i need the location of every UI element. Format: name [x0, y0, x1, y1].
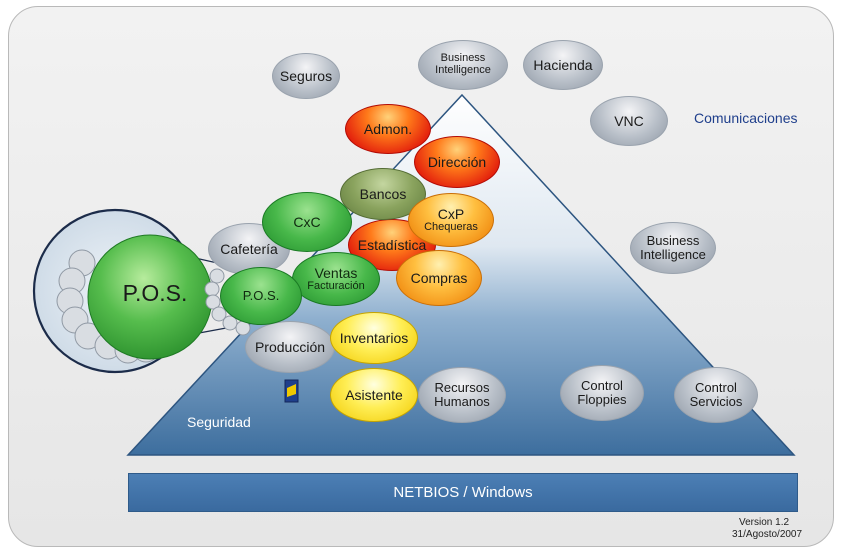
node-compras[interactable]: Compras: [396, 250, 482, 306]
node-cafeteria-label: Cafetería: [220, 240, 278, 257]
netbios-windows-label: NETBIOS / Windows: [393, 484, 533, 501]
node-inventarios[interactable]: Inventarios: [330, 312, 418, 364]
node-pos-small[interactable]: P.O.S.: [220, 267, 302, 325]
node-inventarios-label: Inventarios: [339, 329, 409, 346]
node-bi-top-line2: Intelligence: [435, 64, 491, 76]
node-vnc-label: VNC: [614, 112, 644, 129]
node-ventas-sublabel: Facturación: [307, 279, 365, 292]
node-business-intelligence-right[interactable]: Business Intelligence: [630, 222, 716, 274]
netbios-windows-bar: NETBIOS / Windows: [128, 473, 798, 512]
node-cxc-label: CxC: [293, 213, 321, 230]
node-direccion-label: Dirección: [427, 153, 487, 170]
node-compras-label: Compras: [410, 269, 468, 286]
communications-label: Comunicaciones: [694, 110, 798, 126]
node-estadistica-label: Estadística: [357, 236, 427, 253]
node-direccion[interactable]: Dirección: [414, 136, 500, 188]
node-cf-line1: Control: [581, 378, 623, 394]
node-rh-line1: Recursos: [434, 380, 490, 396]
node-cxc[interactable]: CxC: [262, 192, 352, 252]
node-ventas[interactable]: Ventas Facturación: [292, 252, 380, 306]
node-recursos-humanos[interactable]: Recursos Humanos: [418, 367, 506, 423]
node-cs-line2: Servicios: [689, 394, 743, 409]
node-bi-right-line2: Intelligence: [640, 247, 706, 262]
node-cxp-sublabel: Chequeras: [424, 220, 478, 233]
node-ventas-label: Ventas: [314, 264, 358, 281]
node-bi-top-line1: Business: [440, 52, 486, 65]
node-admon[interactable]: Admon.: [345, 104, 431, 154]
node-control-floppies[interactable]: Control Floppies: [560, 365, 644, 421]
date-label: 31/Agosto/2007: [732, 529, 803, 540]
security-label: Seguridad: [187, 414, 251, 430]
node-cxp[interactable]: CxP Chequeras: [408, 193, 494, 247]
node-cf-line2: Floppies: [577, 392, 627, 407]
node-seguros-label: Seguros: [279, 67, 333, 84]
node-control-servicios[interactable]: Control Servicios: [674, 367, 758, 423]
node-produccion-label: Producción: [254, 338, 326, 355]
node-bi-right-line1: Business: [646, 233, 700, 249]
node-cs-line1: Control: [695, 380, 737, 396]
node-asistente[interactable]: Asistente: [330, 368, 418, 422]
node-pos-small-label: P.O.S.: [242, 288, 280, 304]
node-business-intelligence-top[interactable]: Business Intelligence: [418, 40, 508, 90]
node-rh-line2: Humanos: [434, 394, 490, 409]
node-admon-label: Admon.: [363, 120, 413, 137]
manual-icon: [284, 379, 299, 403]
node-bancos-label: Bancos: [359, 185, 407, 202]
node-cxp-label: CxP: [437, 205, 465, 222]
node-vnc[interactable]: VNC: [590, 96, 668, 146]
node-hacienda-label: Hacienda: [533, 56, 593, 73]
node-hacienda[interactable]: Hacienda: [523, 40, 603, 90]
pos-large-bubble: [87, 234, 213, 360]
node-asistente-label: Asistente: [345, 386, 403, 403]
version-label: Version 1.2: [739, 517, 790, 528]
pos-small-icons: [204, 268, 251, 336]
node-produccion[interactable]: Producción: [245, 321, 335, 373]
node-seguros[interactable]: Seguros: [272, 53, 340, 99]
